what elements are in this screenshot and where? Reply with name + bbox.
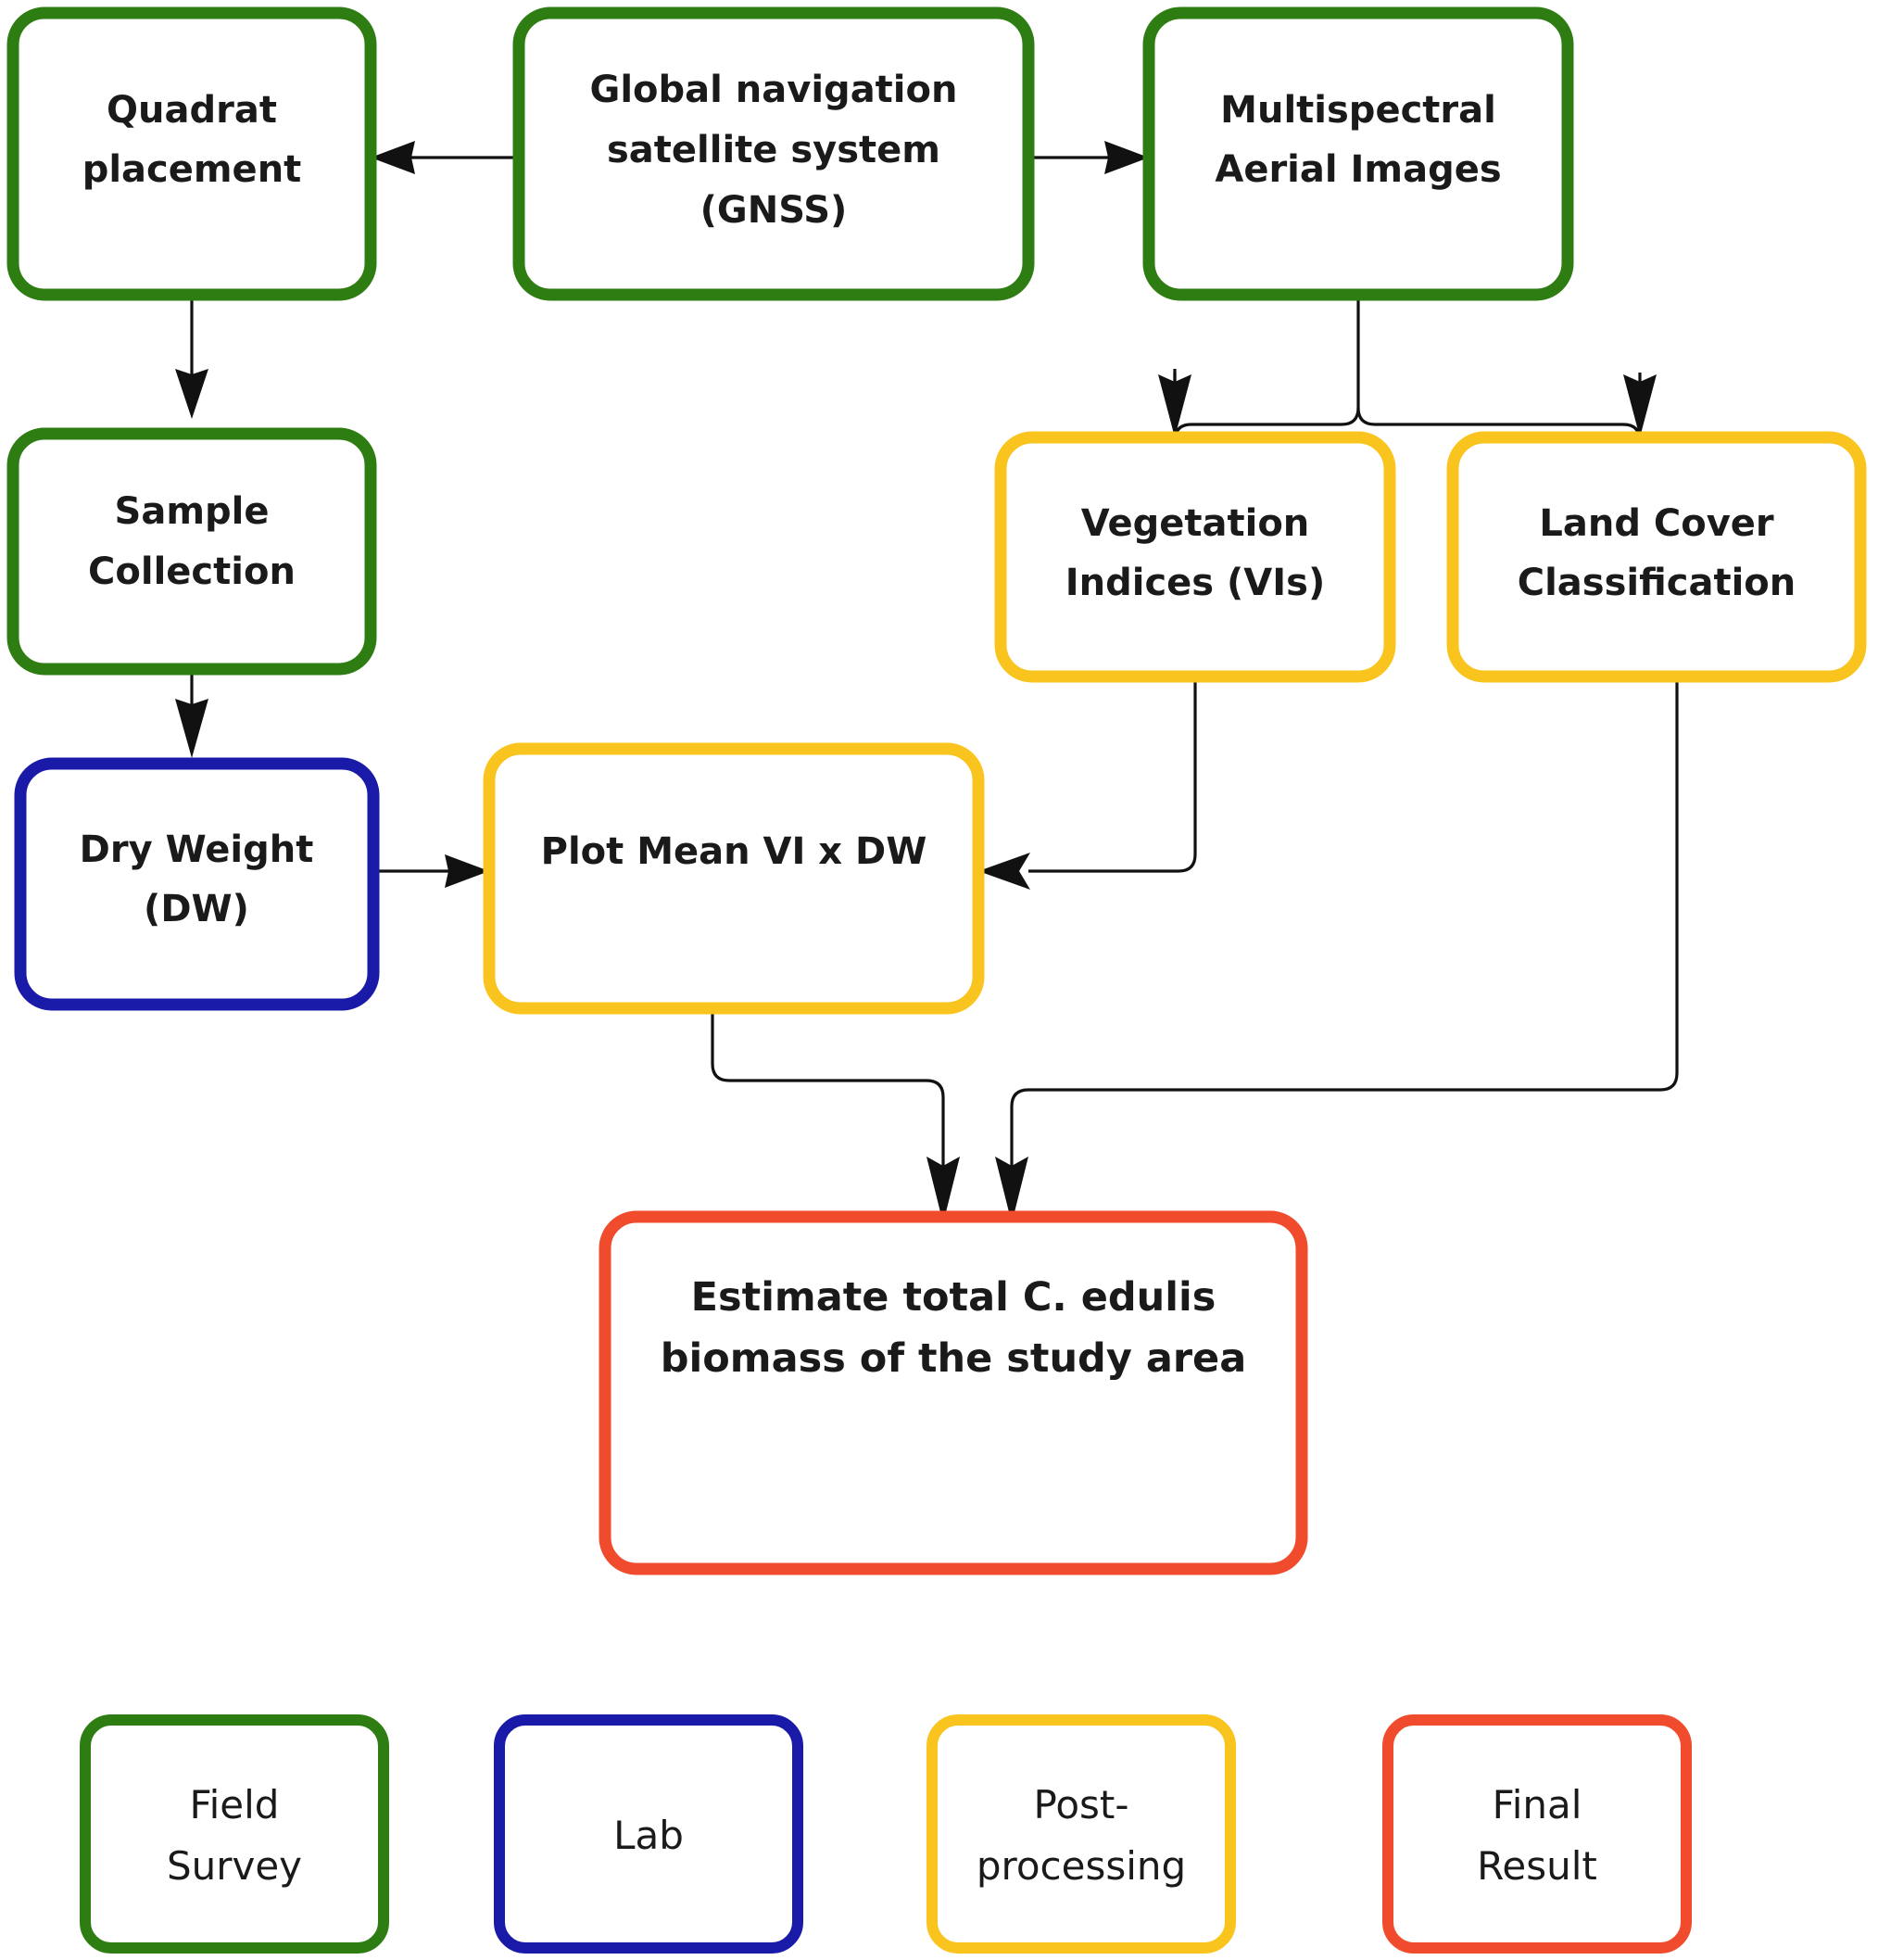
arrowhead-icon bbox=[371, 141, 415, 174]
legend-item-field-survey[interactable]: Field Survey bbox=[80, 1714, 389, 1954]
edge-multispectral-aerial-images-to-vegetation-indices bbox=[1158, 295, 1360, 442]
node-vegetation-indices-box[interactable] bbox=[994, 431, 1396, 683]
arrowhead-icon bbox=[926, 1157, 960, 1223]
legend-field-survey-label-line2: Survey bbox=[167, 1843, 302, 1889]
node-sample-collection-label-line2: Collection bbox=[88, 550, 296, 593]
edge-dry-weight-to-plot-mean-vi-dw bbox=[373, 854, 489, 888]
edge-sample-collection-to-dry-weight bbox=[175, 669, 208, 758]
node-dry-weight-label-line2: (DW) bbox=[144, 888, 249, 930]
node-gnss-label-line1: Global navigation bbox=[590, 69, 958, 111]
node-multispectral-aerial-images[interactable]: Multispectral Aerial Images bbox=[1142, 6, 1574, 301]
node-estimate-biomass[interactable]: Estimate total C. edulis biomass of the … bbox=[599, 1210, 1308, 1575]
legend-item-final-result[interactable]: Final Result bbox=[1382, 1714, 1692, 1954]
edge-plot-mean-vi-dw-to-estimate-biomass bbox=[711, 1008, 960, 1223]
legend-post-processing-swatch[interactable] bbox=[926, 1714, 1236, 1954]
node-quadrat-placement[interactable]: Quadrat placement bbox=[6, 6, 377, 301]
arrowhead-icon bbox=[175, 699, 208, 758]
edge-gnss-to-quadrat-placement bbox=[371, 141, 519, 174]
legend-item-post-processing[interactable]: Post- processing bbox=[926, 1714, 1236, 1954]
arrowhead-icon bbox=[1104, 141, 1149, 174]
node-vegetation-indices-label-line2: Indices (VIs) bbox=[1065, 562, 1326, 604]
node-sample-collection-box[interactable] bbox=[6, 427, 377, 676]
legend-field-survey-label-line1: Field bbox=[190, 1782, 280, 1827]
node-multispectral-aerial-images-label-line2: Aerial Images bbox=[1215, 148, 1501, 191]
node-estimate-biomass-label-italic: C. edulis bbox=[1023, 1274, 1216, 1321]
node-gnss-label-line3: (GNSS) bbox=[700, 189, 848, 232]
node-plot-mean-vi-dw-box[interactable] bbox=[483, 742, 985, 1015]
edge-multispectral-aerial-images-to-land-cover-classification bbox=[1356, 373, 1657, 442]
legend-post-processing-label-line1: Post- bbox=[1033, 1782, 1128, 1827]
node-gnss-label-line2: satellite system bbox=[607, 129, 940, 171]
edge-gnss-to-multispectral-aerial-images bbox=[1028, 141, 1149, 174]
node-quadrat-placement-label-line1: Quadrat bbox=[107, 89, 277, 132]
node-land-cover-classification-label-line2: Classification bbox=[1518, 562, 1796, 604]
node-quadrat-placement-box[interactable] bbox=[6, 6, 377, 301]
node-dry-weight-box[interactable] bbox=[14, 757, 380, 1011]
node-plot-mean-vi-dw-label: Plot Mean VI x DW bbox=[541, 830, 927, 873]
arrowhead-icon bbox=[445, 854, 489, 888]
node-dry-weight-label-line1: Dry Weight bbox=[80, 828, 314, 871]
node-sample-collection-label-line1: Sample bbox=[115, 490, 270, 533]
legend-item-lab[interactable]: Lab bbox=[494, 1714, 803, 1954]
legend: Field Survey Lab Post- processing Final … bbox=[80, 1714, 1692, 1954]
edge-line-branch-right bbox=[1356, 373, 1642, 442]
arrowhead-icon bbox=[995, 1157, 1028, 1223]
edge-line-branch-left bbox=[1173, 295, 1360, 442]
node-land-cover-classification[interactable]: Land Cover Classification bbox=[1446, 431, 1867, 683]
node-gnss[interactable]: Global navigation satellite system (GNSS… bbox=[512, 6, 1035, 301]
node-multispectral-aerial-images-label-line1: Multispectral bbox=[1220, 89, 1496, 132]
node-plot-mean-vi-dw[interactable]: Plot Mean VI x DW bbox=[483, 742, 985, 1015]
node-dry-weight[interactable]: Dry Weight (DW) bbox=[14, 757, 380, 1011]
node-quadrat-placement-label-line2: placement bbox=[82, 148, 302, 191]
legend-post-processing-label-line2: processing bbox=[977, 1843, 1186, 1889]
edge-line bbox=[1028, 677, 1197, 873]
arrowhead-icon bbox=[1158, 374, 1191, 437]
legend-final-result-swatch[interactable] bbox=[1382, 1714, 1692, 1954]
legend-lab-swatch[interactable] bbox=[494, 1714, 803, 1954]
node-estimate-biomass-label-plain: Estimate total bbox=[691, 1274, 1023, 1321]
edge-land-cover-classification-to-estimate-biomass bbox=[995, 677, 1679, 1223]
node-land-cover-classification-label-line1: Land Cover bbox=[1539, 502, 1774, 545]
arrowhead-icon bbox=[1623, 374, 1657, 437]
node-estimate-biomass-box[interactable] bbox=[599, 1210, 1308, 1575]
edge-line bbox=[1010, 677, 1679, 1175]
legend-lab-label: Lab bbox=[613, 1813, 684, 1858]
edge-quadrat-placement-to-sample-collection bbox=[175, 295, 208, 419]
node-estimate-biomass-label-line1: Estimate total C. edulis bbox=[691, 1274, 1216, 1321]
arrowhead-icon bbox=[175, 369, 208, 419]
node-estimate-biomass-label-line2: biomass of the study area bbox=[661, 1335, 1247, 1382]
edge-line bbox=[711, 1008, 945, 1175]
legend-field-survey-swatch[interactable] bbox=[80, 1714, 389, 1954]
node-gnss-box[interactable] bbox=[512, 6, 1035, 301]
node-land-cover-classification-box[interactable] bbox=[1446, 431, 1867, 683]
edge-vegetation-indices-to-plot-mean-vi-dw bbox=[978, 677, 1197, 890]
node-vegetation-indices-label-line1: Vegetation bbox=[1081, 502, 1310, 545]
legend-final-result-label-line1: Final bbox=[1493, 1782, 1582, 1827]
node-multispectral-aerial-images-box[interactable] bbox=[1142, 6, 1574, 301]
arrowhead-icon bbox=[978, 853, 1030, 890]
legend-final-result-label-line2: Result bbox=[1477, 1843, 1597, 1889]
node-sample-collection[interactable]: Sample Collection bbox=[6, 427, 377, 676]
node-vegetation-indices[interactable]: Vegetation Indices (VIs) bbox=[994, 431, 1396, 683]
